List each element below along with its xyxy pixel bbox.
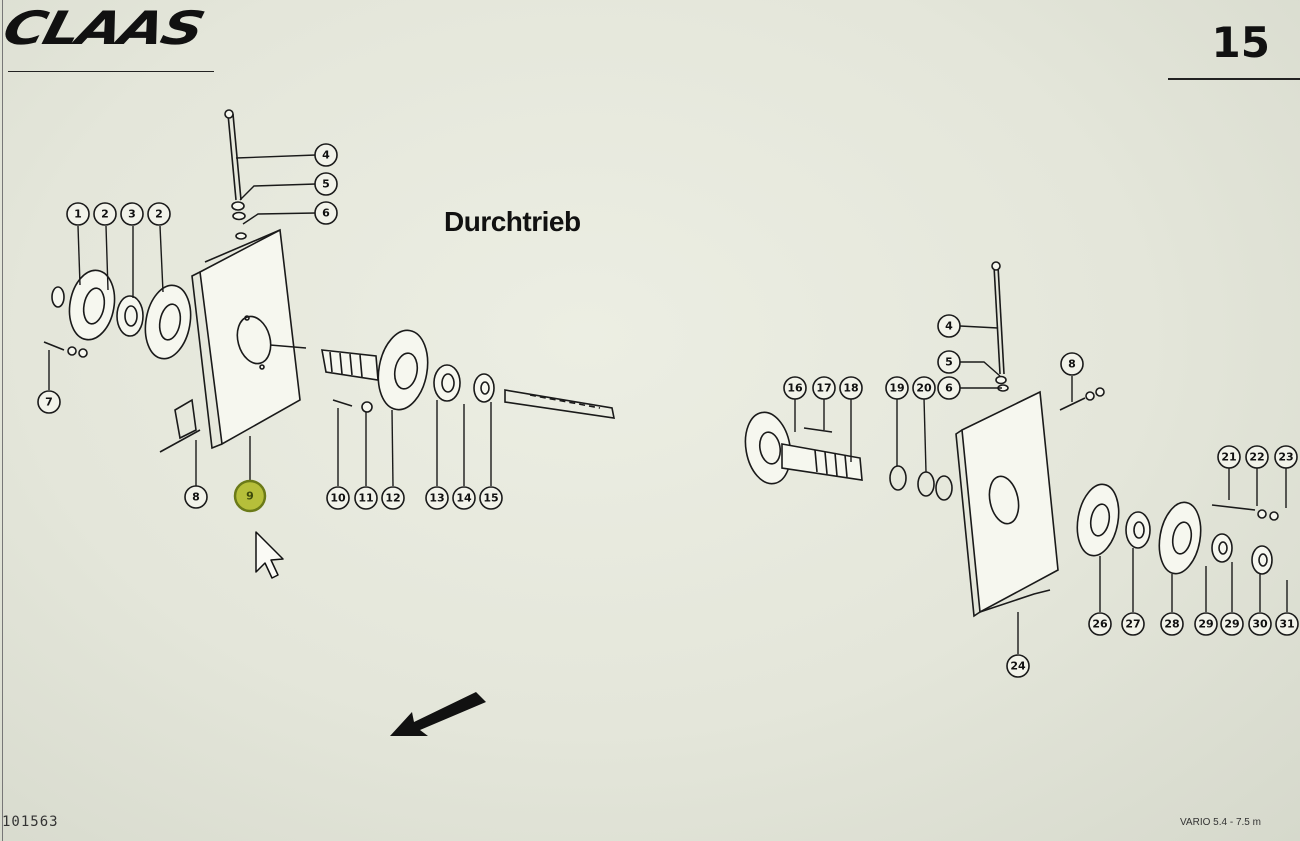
svg-text:6: 6	[945, 382, 953, 395]
svg-text:10: 10	[330, 492, 346, 505]
callout-22: 22	[1245, 445, 1269, 469]
callout-2: 2	[93, 202, 117, 226]
svg-text:15: 15	[483, 492, 498, 505]
svg-text:29: 29	[1198, 618, 1213, 631]
svg-text:14: 14	[456, 492, 472, 505]
model-label: VARIO 5.4 - 7.5 m	[1180, 817, 1261, 828]
svg-text:28: 28	[1164, 618, 1179, 631]
callout-3: 3	[120, 202, 144, 226]
callout-6: 6	[314, 201, 338, 225]
callout-19: 19	[885, 376, 909, 400]
right-leaders	[794, 325, 1288, 654]
callout-r6b: 6	[945, 382, 953, 395]
callout-21: 21	[1217, 445, 1241, 469]
gearbox-housing	[199, 228, 301, 446]
svg-text:5: 5	[322, 178, 330, 191]
svg-text:7: 7	[45, 396, 53, 409]
callout-8: 8	[184, 485, 208, 509]
svg-text:26: 26	[1092, 618, 1108, 631]
callout-20: 20	[912, 376, 936, 400]
svg-text:27: 27	[1125, 618, 1140, 631]
callout-4: 4	[314, 143, 338, 167]
svg-text:8: 8	[1068, 358, 1076, 371]
svg-text:20: 20	[916, 382, 932, 395]
callout-11: 11	[354, 486, 378, 510]
svg-text:12: 12	[385, 492, 400, 505]
callout-r6: 6	[937, 376, 961, 400]
shaft-flange	[377, 329, 429, 411]
callout-30: 30	[1248, 612, 1272, 636]
callout-12: 12	[381, 486, 405, 510]
svg-text:31: 31	[1279, 618, 1294, 631]
callout-17: 17	[812, 376, 836, 400]
svg-text:6: 6	[322, 207, 330, 220]
svg-text:4: 4	[945, 320, 953, 333]
svg-text:22: 22	[1249, 451, 1264, 464]
svg-text:24: 24	[1010, 660, 1026, 673]
callout-7: 7	[37, 390, 61, 414]
callout-24: 24	[1006, 654, 1030, 678]
svg-text:30: 30	[1252, 618, 1268, 631]
svg-text:16: 16	[787, 382, 803, 395]
callout-15: 15	[479, 486, 503, 510]
callout-13: 13	[425, 486, 449, 510]
svg-text:23: 23	[1278, 451, 1293, 464]
arrow-cursor-icon	[255, 531, 284, 579]
header-rule-left	[8, 71, 214, 72]
callout-28: 28	[1160, 612, 1184, 636]
svg-text:5: 5	[945, 356, 953, 369]
svg-text:1: 1	[74, 208, 82, 221]
callout-5: 5	[314, 172, 338, 196]
svg-text:2: 2	[101, 208, 109, 221]
document-number: 101563	[2, 814, 59, 830]
page-left-edge	[2, 0, 3, 841]
left-assembly	[43, 109, 616, 453]
callout-27: 27	[1121, 612, 1145, 636]
diagram-title: Durchtrieb	[444, 206, 581, 237]
svg-text:21: 21	[1221, 451, 1236, 464]
svg-text:29: 29	[1224, 618, 1239, 631]
left-leaders	[48, 154, 492, 487]
callout-10: 10	[326, 486, 350, 510]
callout-2b: 2	[147, 202, 171, 226]
direction-arrow-icon	[390, 692, 486, 736]
page-number: 15	[1211, 18, 1270, 67]
svg-text:19: 19	[889, 382, 904, 395]
callout-9-highlighted[interactable]: 9	[233, 479, 267, 513]
callout-14: 14	[452, 486, 476, 510]
svg-text:17: 17	[816, 382, 831, 395]
vertical-bolt	[227, 113, 237, 201]
right-assembly	[744, 261, 1279, 618]
svg-text:4: 4	[322, 149, 330, 162]
callout-1: 1	[66, 202, 90, 226]
callout-23: 23	[1274, 445, 1298, 469]
svg-text:13: 13	[429, 492, 444, 505]
vertical-bolt-right	[993, 265, 1001, 375]
callout-r4: 4	[937, 314, 961, 338]
callout-r5: 5	[937, 350, 961, 374]
callout-26: 26	[1088, 612, 1112, 636]
callout-r8: 8	[1060, 352, 1084, 376]
flange-disc	[68, 269, 116, 341]
svg-text:3: 3	[128, 208, 136, 221]
callout-18: 18	[839, 376, 863, 400]
callout-29b: 29	[1220, 612, 1244, 636]
gearbox-housing-right	[961, 390, 1059, 614]
svg-text:9: 9	[246, 490, 254, 503]
svg-text:11: 11	[358, 492, 373, 505]
input-flange-right	[744, 411, 792, 485]
svg-text:18: 18	[843, 382, 858, 395]
callout-29a: 29	[1194, 612, 1218, 636]
svg-text:2: 2	[155, 208, 163, 221]
header-rule-right	[1168, 78, 1300, 80]
svg-text:8: 8	[192, 491, 200, 504]
callout-31: 31	[1275, 612, 1299, 636]
callout-16: 16	[783, 376, 807, 400]
